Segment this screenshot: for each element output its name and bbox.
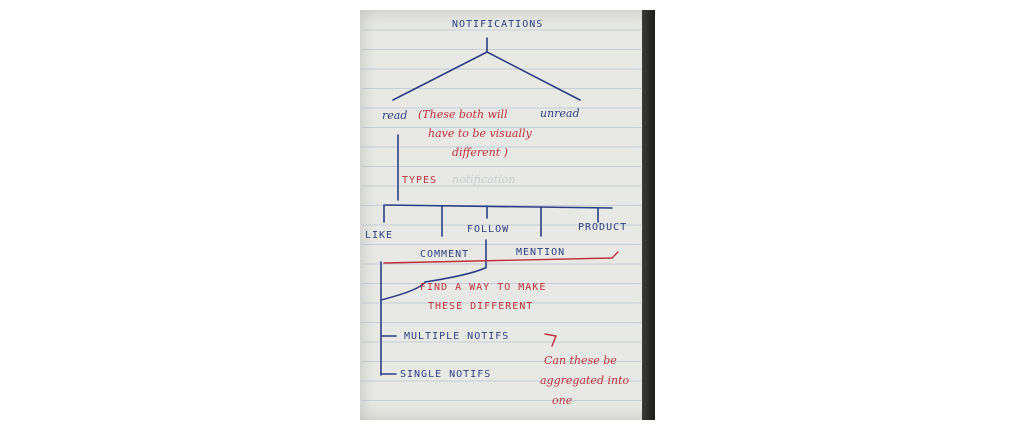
node-read: read (382, 109, 407, 122)
note-aggregate: Can these be aggregated into one (540, 354, 630, 407)
red-annotation-lines (383, 251, 619, 347)
note-line-2: have to be visually (428, 127, 533, 140)
ruled-lines (362, 29, 641, 401)
note-line-1: (These both will (418, 108, 508, 121)
tree-lines (380, 37, 613, 376)
note-line-2: THESE DIFFERENT (428, 301, 533, 312)
note-find-a-way: FIND A WAY TO MAKE THESE DIFFERENT (420, 282, 546, 312)
node-unread: unread (540, 107, 580, 120)
note-line-3: different ) (452, 146, 508, 159)
node-multiple-notifs: MULTIPLE NOTIFS (404, 331, 509, 342)
node-types: TYPES (402, 175, 437, 186)
type-follow: FOLLOW (467, 224, 509, 235)
note-line-2: aggregated into (540, 374, 630, 387)
note-line-1: Can these be (544, 354, 617, 367)
note-line-3: one (552, 394, 573, 407)
node-notifications: NOTIFICATIONS (452, 19, 543, 30)
node-single-notifs: SINGLE NOTIFS (400, 369, 491, 380)
note-read-unread: (These both will have to be visually dif… (418, 108, 533, 159)
type-mention: MENTION (516, 247, 565, 258)
type-like: LIKE (365, 230, 393, 241)
notebook-page-photo (360, 10, 655, 420)
note-line-1: FIND A WAY TO MAKE (420, 282, 546, 293)
notebook-binding-edge (642, 10, 655, 420)
type-product: PRODUCT (578, 222, 627, 233)
faint-bleed-through-text: notification (452, 173, 515, 186)
type-comment: COMMENT (420, 249, 469, 260)
